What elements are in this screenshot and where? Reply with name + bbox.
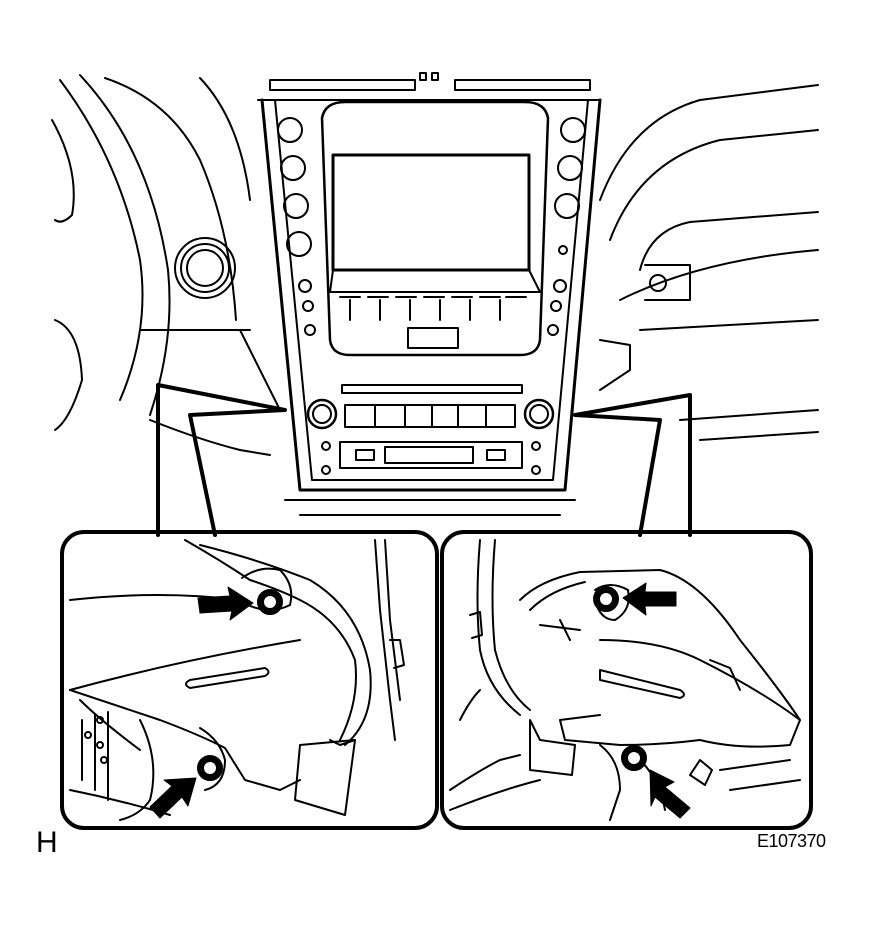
step-letter-label: H (36, 826, 58, 859)
center-console-bezel (260, 98, 602, 516)
audio-climate-panel (306, 384, 555, 475)
arrow-lower-left (149, 777, 197, 819)
arrow-upper-right (622, 582, 677, 616)
figure-code-label: E107370 (757, 831, 826, 851)
left-detail-panel (60, 530, 439, 830)
nav-display-unit (320, 100, 550, 357)
right-callout-pointer (573, 393, 692, 537)
bolt-lower-left (197, 755, 223, 781)
right-dashboard (599, 84, 819, 441)
left-callout-pointer (156, 383, 287, 537)
bolt-lower-right (621, 745, 647, 771)
left-dashboard (51, 74, 281, 456)
screen-softkeys (339, 296, 527, 321)
right-button-column (547, 117, 586, 336)
bolt-upper-left (257, 589, 283, 615)
left-button-column (277, 117, 316, 336)
top-air-vents (257, 72, 601, 101)
bolt-upper-right (593, 586, 619, 612)
right-detail-panel (440, 530, 813, 830)
arrow-upper-left (197, 586, 254, 621)
arrow-lower-right (649, 769, 691, 819)
round-knob-left (174, 237, 236, 299)
